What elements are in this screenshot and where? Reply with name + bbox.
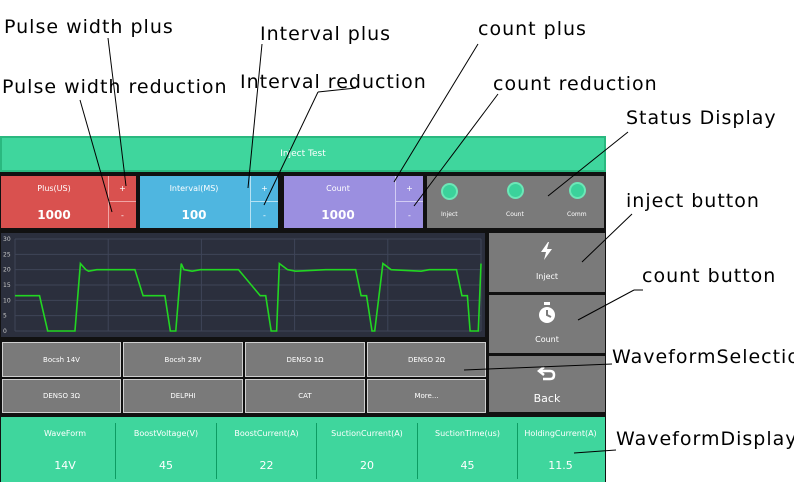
device-panel: Inject Test Plus(US) 1000 + - Interval(M… [0,136,606,482]
chart-y-tick-label: 15 [3,282,11,289]
display-holding-current: HoldingCurrent(A) 11.5 [518,423,603,479]
chart-y-tick-label: 5 [3,313,7,320]
display-value: 11.5 [548,459,573,472]
display-header: BoostVoltage(V) [133,429,199,438]
waveform-option-cat[interactable]: CAT [245,379,365,413]
waveform-option-bocsh-14v[interactable]: Bocsh 14V [2,342,121,377]
waveform-chart: 30 25 20 15 10 5 0 [1,233,485,337]
display-boost-voltage: BoostVoltage(V) 45 [116,423,217,479]
display-suction-time: SuctionTime(us) 45 [418,423,518,479]
annotation-pulse-width-plus: Pulse width plus [4,16,174,38]
annotation-waveform-selection: WaveformSelection [612,346,794,368]
annotation-count-button: count button [642,265,777,287]
pulse-width-plus-button[interactable]: + [108,176,136,202]
chart-y-tick-label: 25 [3,251,11,258]
annotation-status-display: Status Display [626,107,777,129]
annotation-inject-button: inject button [626,190,760,212]
waveform-chart-svg: 30 25 20 15 10 5 0 [3,236,482,335]
waveform-option-bocsh-28v[interactable]: Bocsh 28V [123,342,243,377]
interval-value: 100 [181,208,207,222]
lightning-icon [537,241,557,261]
param-pulse-width: Plus(US) 1000 + - [1,176,136,228]
pulse-width-label: Plus(US) [37,183,71,193]
count-plus-button[interactable]: + [395,176,423,202]
annotation-interval-plus: Interval plus [260,23,392,45]
waveform-option-denso-2[interactable]: DENSO 2Ω [367,342,486,377]
comm-status-label: Comm [567,211,587,218]
waveform-display: WaveForm 14V BoostVoltage(V) 45 BoostCur… [1,417,605,482]
page-title: Inject Test [280,149,326,159]
interval-label: Interval(MS) [169,183,219,193]
display-header: BoostCurrent(A) [234,429,299,438]
display-header: WaveForm [43,429,87,438]
waveform-display-inner: WaveForm 14V BoostVoltage(V) 45 BoostCur… [15,417,603,482]
display-boost-current: BoostCurrent(A) 22 [217,423,317,479]
waveform-option-more[interactable]: More... [367,379,486,413]
stopwatch-icon [536,302,558,324]
chart-y-tick-label: 20 [3,267,11,274]
param-count: Count 1000 + - [284,176,423,228]
annotation-waveform-display: WaveformDisplay [616,428,794,450]
pulse-width-value: 1000 [37,208,71,222]
chart-y-tick-label: 0 [3,328,7,335]
inject-button[interactable]: Inject [489,233,605,292]
annotation-interval-reduction: Interval reduction [240,71,427,93]
display-value: 45 [460,459,475,472]
annotation-pulse-width-reduction: Pulse width reduction [2,76,228,98]
count-value: 1000 [321,208,355,222]
chart-series-line [15,261,482,332]
back-arrow-icon [537,364,557,382]
count-button-label: Count [535,334,559,344]
display-value: 22 [259,459,274,472]
display-header: SuctionTime(us) [435,429,500,438]
chart-y-tick-label: 10 [3,297,11,304]
comm-status-led [571,184,584,197]
display-value: 45 [159,459,173,472]
waveform-selection: Bocsh 14V Bocsh 28V DENSO 1Ω DENSO 2Ω DE… [1,341,487,413]
display-value: 14V [54,459,76,472]
status-display: Inject Count Comm [427,176,604,228]
count-label: Count [326,183,350,193]
pulse-width-minus-button[interactable]: - [108,202,136,228]
count-minus-button[interactable]: - [395,202,423,228]
inject-status-led [443,185,456,198]
inject-button-label: Inject [535,271,559,281]
count-status-label: Count [506,211,524,218]
param-interval: Interval(MS) 100 + - [140,176,278,228]
display-header: SuctionCurrent(A) [331,429,403,438]
annotation-count-plus: count plus [478,18,587,40]
interval-plus-button[interactable]: + [250,176,278,202]
annotation-count-reduction: count reduction [493,73,658,95]
display-value: 20 [360,459,374,472]
count-status-led [509,184,522,197]
interval-minus-button[interactable]: - [250,202,278,228]
waveform-option-denso-1[interactable]: DENSO 1Ω [245,342,365,377]
waveform-option-delphi[interactable]: DELPHI [123,379,243,413]
waveform-option-denso-3[interactable]: DENSO 3Ω [2,379,121,413]
title-bar: Inject Test [0,136,606,172]
inject-status-label: Inject [441,211,458,218]
count-button[interactable]: Count [489,295,605,353]
display-suction-current: SuctionCurrent(A) 20 [317,423,418,479]
display-header: HoldingCurrent(A) [524,429,597,438]
chart-y-tick-label: 30 [3,236,11,243]
display-waveform: WaveForm 14V [15,423,116,479]
back-button-label: Back [533,391,561,405]
back-button[interactable]: Back [489,356,605,412]
